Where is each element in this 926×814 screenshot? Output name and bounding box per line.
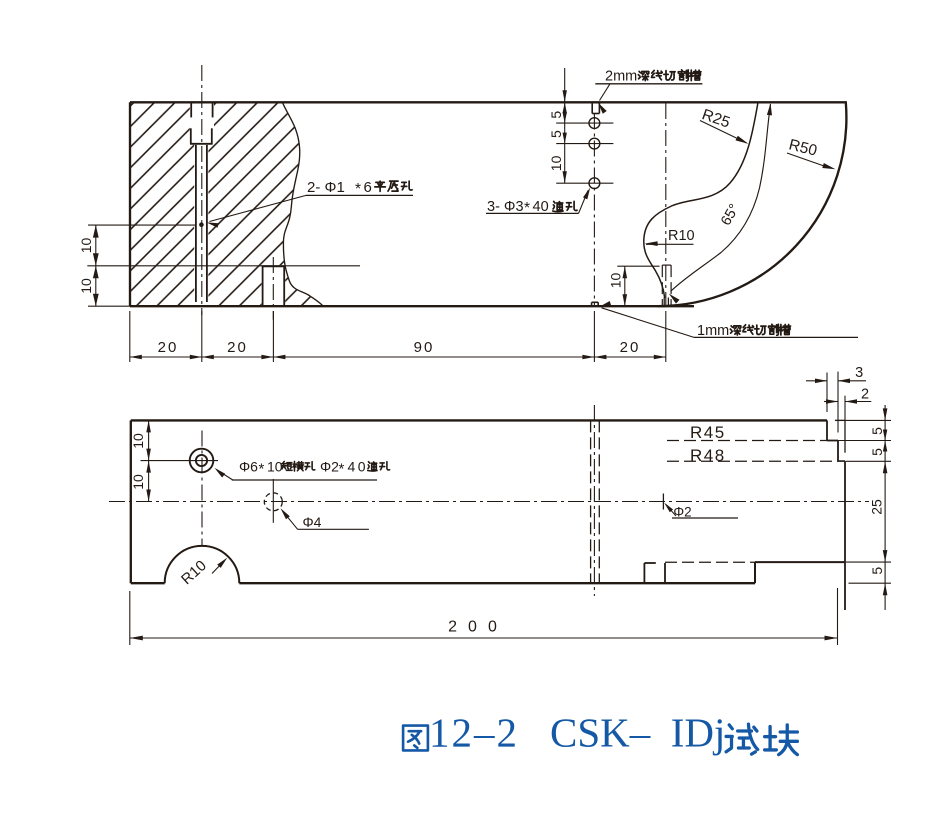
svg-text:5: 5	[869, 427, 885, 435]
svg-text:Φ6: Φ6	[239, 459, 258, 475]
svg-text:90: 90	[414, 339, 435, 356]
svg-text:12–2: 12–2	[429, 710, 519, 756]
svg-text:Φ2: Φ2	[320, 459, 339, 475]
svg-text:*: *	[524, 200, 530, 217]
svg-text:CSK– IDj: CSK– IDj	[550, 710, 725, 756]
svg-text:2- Φ1: 2- Φ1	[307, 179, 345, 196]
svg-text:R45: R45	[690, 423, 726, 442]
svg-text:20: 20	[620, 339, 641, 356]
svg-text:20: 20	[158, 339, 179, 356]
svg-text:6: 6	[364, 179, 372, 196]
svg-text:2mm: 2mm	[605, 69, 637, 85]
svg-text:3- Φ3: 3- Φ3	[487, 199, 524, 215]
svg-text:R48: R48	[690, 446, 726, 465]
svg-text:200: 200	[448, 619, 508, 636]
svg-text:10: 10	[267, 459, 283, 475]
svg-text:10: 10	[78, 238, 94, 254]
svg-text:5: 5	[548, 130, 564, 138]
svg-text:10: 10	[608, 273, 624, 289]
svg-text:10: 10	[130, 474, 146, 490]
svg-text:2: 2	[861, 387, 869, 403]
svg-text:40: 40	[348, 459, 369, 475]
svg-text:3: 3	[855, 365, 863, 381]
svg-text:5: 5	[548, 111, 564, 119]
svg-text:10: 10	[78, 278, 94, 294]
svg-text:1mm: 1mm	[697, 323, 729, 339]
svg-text:10: 10	[130, 433, 146, 449]
svg-text:R50: R50	[787, 136, 819, 159]
svg-text:40: 40	[533, 199, 549, 215]
svg-text:Φ2: Φ2	[673, 505, 691, 520]
svg-text:*: *	[355, 181, 361, 198]
svg-text:*: *	[339, 461, 345, 478]
svg-text:10: 10	[548, 155, 564, 171]
svg-text:25: 25	[869, 499, 885, 515]
svg-text:*: *	[259, 461, 265, 478]
svg-text:20: 20	[227, 339, 248, 356]
svg-text:R10: R10	[668, 228, 695, 244]
svg-text:Φ4: Φ4	[303, 514, 322, 530]
svg-text:5: 5	[869, 448, 885, 456]
svg-text:5: 5	[869, 567, 885, 575]
